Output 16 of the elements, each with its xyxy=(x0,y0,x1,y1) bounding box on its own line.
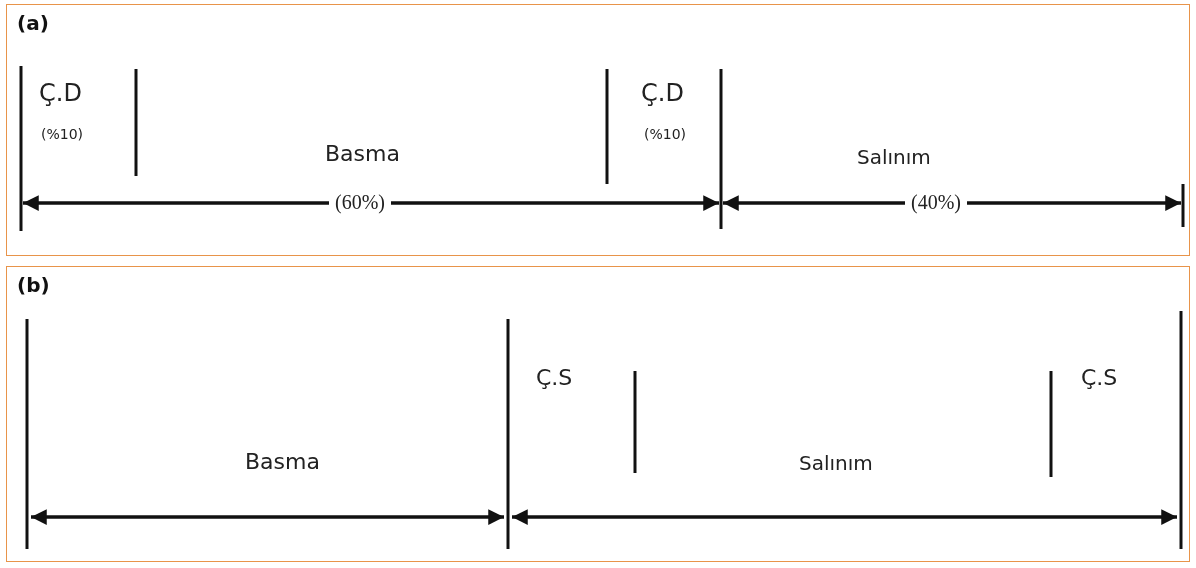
phase-label: Basma xyxy=(245,451,320,473)
phase-label: Basma xyxy=(325,143,400,165)
panel xyxy=(6,4,1190,256)
percentage-label: (40%) xyxy=(905,191,967,213)
phase-label: (%10) xyxy=(41,127,84,141)
phase-label: Ç.S xyxy=(536,367,573,389)
phase-label: Ç.D xyxy=(39,81,82,105)
panel xyxy=(6,266,1190,562)
phase-label: (%10) xyxy=(644,127,687,141)
panel-label: (a) xyxy=(17,11,49,35)
percentage-label: (60%) xyxy=(329,191,391,213)
phase-label: Ç.D xyxy=(641,81,684,105)
panel-label: (b) xyxy=(17,273,50,297)
phase-label: Ç.S xyxy=(1081,367,1118,389)
phase-label: Salınım xyxy=(799,453,873,473)
phase-label: Salınım xyxy=(857,147,931,167)
